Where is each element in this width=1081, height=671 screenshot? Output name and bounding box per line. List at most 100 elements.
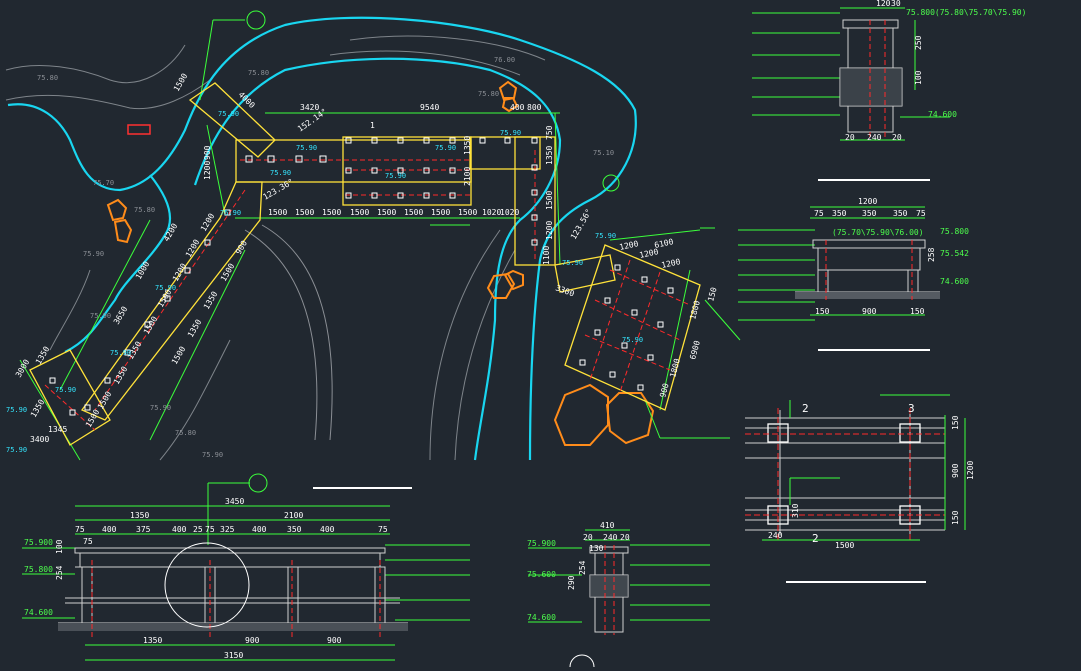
elevation-marker: 75.90 <box>562 259 583 267</box>
dim-label: 1500 <box>545 191 554 210</box>
elevation-label: 74.600 <box>928 110 957 119</box>
elevation-marker: 75.90 <box>435 144 456 152</box>
dim-label: 1200 <box>203 161 212 180</box>
elevation-marker: 75.90 <box>55 386 76 394</box>
terrain-label: 75.90 <box>202 451 223 459</box>
terrain-label: 75.80 <box>134 206 155 214</box>
dim-label: 2100 <box>463 167 472 186</box>
dim-label: 9540 <box>420 103 439 112</box>
dim-label: 1350 <box>143 636 162 645</box>
dim-label: 1100 <box>542 246 551 265</box>
contour-line <box>5 44 186 84</box>
axis-label: 2 <box>802 402 809 415</box>
dim-line <box>149 249 246 441</box>
dim-label: 150 <box>815 307 830 316</box>
dim-label: 1200 <box>619 239 640 252</box>
dim-label: 1500 <box>835 541 854 550</box>
elevation-marker: 75.90 <box>6 406 27 414</box>
axis-bubble <box>248 473 268 493</box>
dim-label: 1350 <box>463 136 472 155</box>
dim-label: 6900 <box>688 339 702 360</box>
dim-label: 1200 <box>639 247 660 260</box>
elevation-marker: 75.90 <box>6 446 27 454</box>
dim-label: 120 <box>876 0 891 8</box>
dim-label: 375 <box>136 525 151 534</box>
elevation-label: 75.800(75.80\75.70\75.90) <box>906 8 1026 17</box>
contour-line <box>454 249 516 461</box>
dim-label: 1500 <box>268 208 287 217</box>
dim-label: 75 <box>205 525 215 534</box>
dim-label: 20 <box>583 533 593 542</box>
dim-label: 1800 <box>688 299 702 320</box>
dim-label: 75 <box>83 537 93 546</box>
elevation-marker: 75.90 <box>622 336 643 344</box>
front-elevation: 3450 1350 2100 75 400 375 400 25 75 325 … <box>22 473 470 661</box>
dim-label: 1500 <box>142 315 160 336</box>
centerline <box>44 384 96 431</box>
dim-label: 1200 <box>199 212 217 233</box>
dim-label: 1350 <box>112 365 130 386</box>
dim-label: 1500 <box>172 72 190 93</box>
dim-label: 350 <box>862 209 877 218</box>
elevation-label: 75.600 <box>527 570 556 579</box>
dim-label: 1500 <box>295 208 314 217</box>
bridge-segment <box>554 254 616 293</box>
dim-label: 325 <box>220 525 235 534</box>
dim-label: 1 <box>370 121 375 130</box>
dim-label: 1020 <box>500 208 519 217</box>
axis-bubble <box>569 654 595 668</box>
small-section: 410 20 240 20 130 254 290 75.900 75.600 … <box>527 521 710 668</box>
dim-label: 1200 <box>171 262 189 283</box>
corridor-south <box>514 136 556 266</box>
elevation-marker: 75.90 <box>500 129 521 137</box>
contour-line <box>49 269 91 351</box>
dim-label: 240 <box>867 133 882 142</box>
dim-label: 1200 <box>858 197 877 206</box>
dim-label: 410 <box>600 521 615 530</box>
terrain-label: 75.10 <box>593 149 614 157</box>
dim-label: 900 <box>234 239 249 256</box>
dim-line <box>59 219 151 391</box>
dim-label: 20 <box>620 533 630 542</box>
dim-label: 800 <box>527 103 542 112</box>
dim-label: 1500 <box>404 208 423 217</box>
dim-label: 75 <box>814 209 824 218</box>
dim-label: 75 <box>378 525 388 534</box>
dim-label: 1500 <box>431 208 450 217</box>
dim-line <box>554 112 561 266</box>
contour-line <box>329 50 521 76</box>
dim-label: 130 <box>589 544 604 553</box>
dim-label: 310 <box>791 503 800 518</box>
elevation-marker: 75.90 <box>385 172 406 180</box>
end-platform <box>29 349 111 446</box>
elevation-marker: 75.90 <box>220 209 241 217</box>
leader-line <box>704 299 741 341</box>
dim-label: 3450 <box>225 497 244 506</box>
elevation-marker: 75.90 <box>595 232 616 240</box>
dim-label: 3400 <box>30 435 49 444</box>
dim-label: 1350 <box>545 146 554 165</box>
elevation-label: 75.542 <box>940 249 969 258</box>
elevation-label: 74.600 <box>940 277 969 286</box>
dim-label: 1500 <box>350 208 369 217</box>
leader-line <box>199 19 214 101</box>
dim-label: 100 <box>55 539 64 554</box>
dim-label: 1500 <box>170 345 188 366</box>
site-plan: 3420 9540 400 800 1500 1500 1500 1500 15… <box>5 10 741 489</box>
terrain-label: 75.90 <box>150 404 171 412</box>
dim-label: 350 <box>893 209 908 218</box>
axis-bubble <box>602 174 620 192</box>
dim-label: 3300 <box>554 283 575 298</box>
detail-callout <box>164 542 250 628</box>
dim-label: 3000 <box>14 358 32 379</box>
diagonal-walkway <box>81 181 263 421</box>
terrain-label: 75.90 <box>90 312 111 320</box>
dim-label: 1500 <box>458 208 477 217</box>
dim-label: 150 <box>951 415 960 430</box>
dim-label: 4200 <box>162 222 180 243</box>
dim-label: 1350 <box>202 290 220 311</box>
dim-label: 2100 <box>284 511 303 520</box>
stepping-stones <box>244 224 333 441</box>
dim-label: 750 <box>545 125 554 140</box>
